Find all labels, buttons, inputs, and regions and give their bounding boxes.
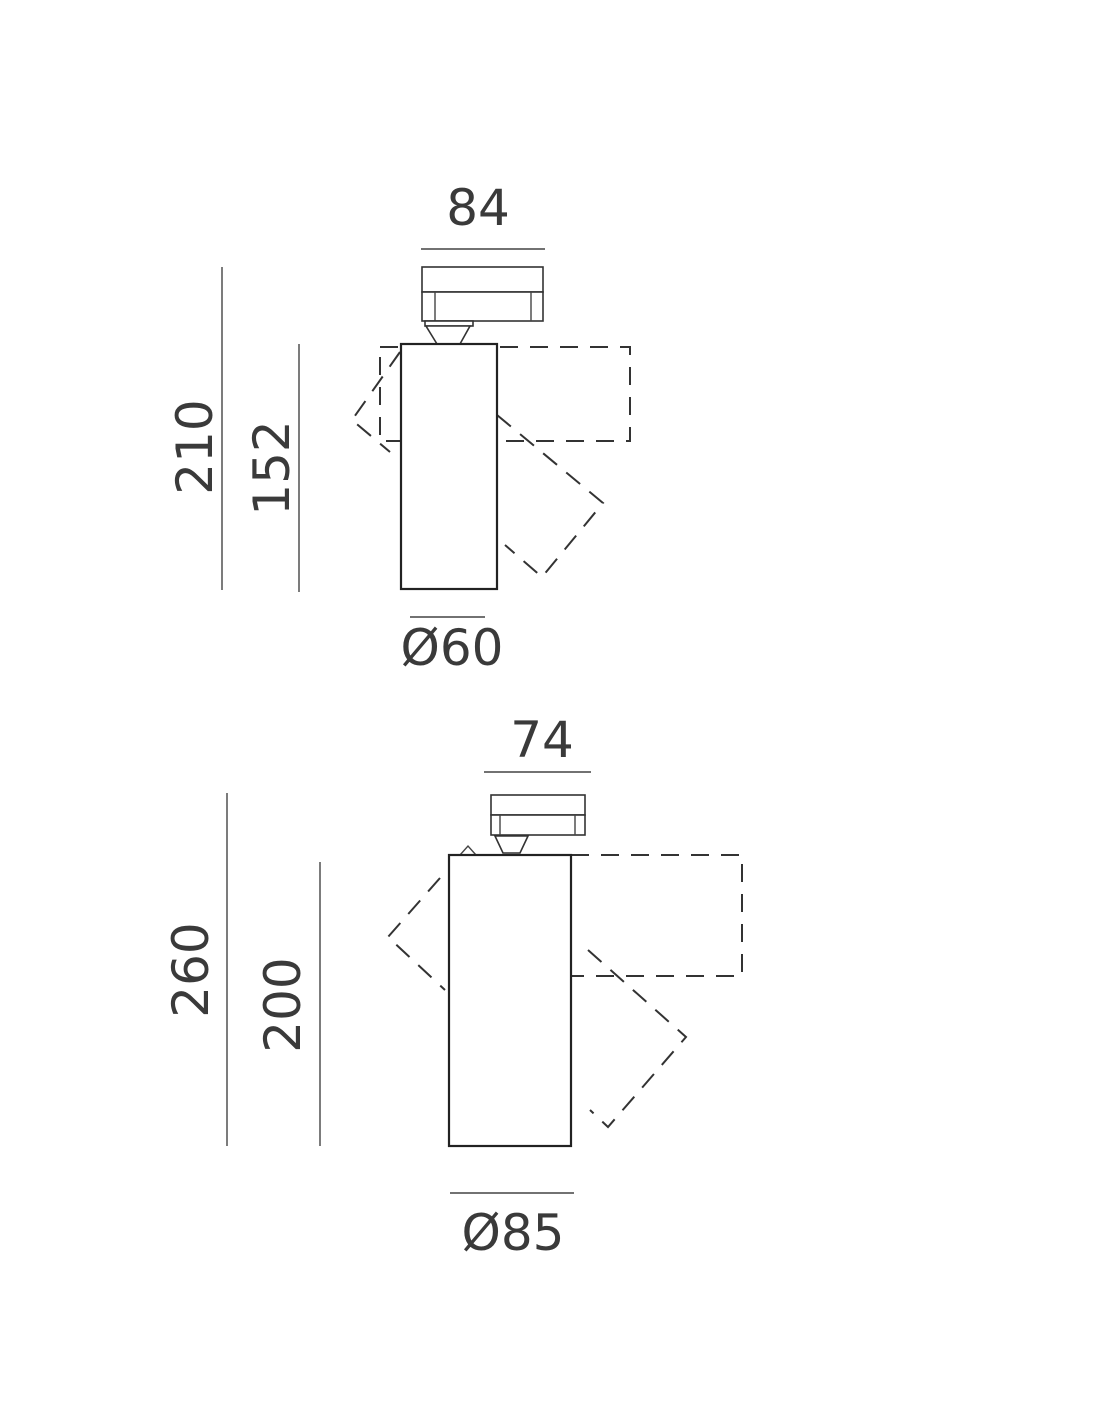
body-height-label: 200 xyxy=(254,957,312,1052)
spotlight-body xyxy=(399,342,499,591)
diameter-label: Ø60 xyxy=(401,619,504,677)
spotlight-small-drawing: 84 210 152 Ø60 xyxy=(166,179,631,677)
rotation-range-outline xyxy=(350,346,631,579)
spotlight-large-drawing: 74 260 200 Ø85 xyxy=(162,711,743,1262)
width-label: 74 xyxy=(510,711,574,769)
track-adapter xyxy=(421,266,544,345)
total-height-label: 260 xyxy=(162,922,220,1017)
total-height-label: 210 xyxy=(166,399,224,494)
rotation-range-outline xyxy=(386,844,743,1129)
diameter-label: Ø85 xyxy=(462,1204,565,1262)
body-height-label: 152 xyxy=(243,420,301,515)
spotlight-body xyxy=(447,853,573,1148)
width-label: 84 xyxy=(446,179,510,237)
track-adapter xyxy=(490,794,586,854)
